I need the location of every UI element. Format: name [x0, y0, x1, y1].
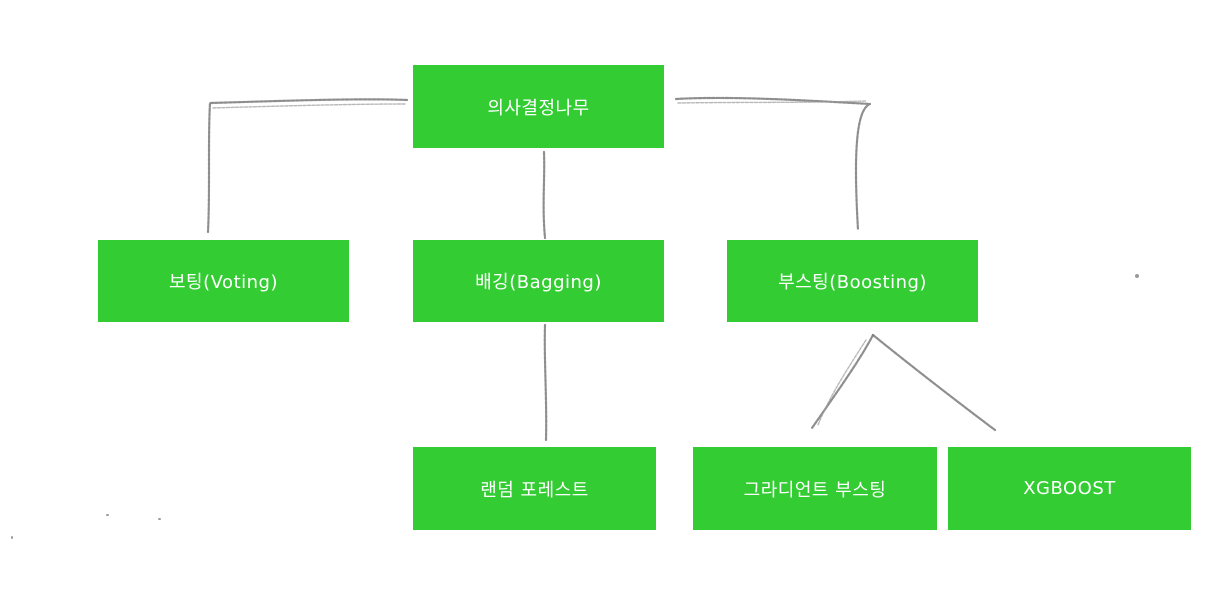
edge-root-boosting	[674, 96, 872, 232]
edge-boosting-gradient-sketch	[817, 339, 867, 426]
edge-boosting-xgboost	[871, 333, 997, 432]
node-xgboost-label: XGBOOST	[1023, 478, 1116, 499]
edge-bagging-random-forest	[543, 323, 548, 442]
node-boosting: 부스팅(Boosting)	[727, 240, 978, 322]
node-voting-label: 보팅(Voting)	[169, 272, 278, 293]
node-gradient-boosting: 그라디언트 부스팅	[693, 447, 937, 530]
node-random-forest: 랜덤 포레스트	[413, 447, 656, 530]
edge-root-boosting-sketch	[677, 100, 867, 104]
node-bagging-label: 배깅(Bagging)	[475, 272, 602, 293]
node-decision-tree: 의사결정나무	[413, 65, 664, 148]
edge-root-bagging	[542, 150, 547, 240]
node-gradient-boosting-label: 그라디언트 부스팅	[743, 479, 887, 501]
node-bagging: 배깅(Bagging)	[413, 240, 664, 322]
node-random-forest-label: 랜덤 포레스트	[480, 479, 589, 501]
node-decision-tree-label: 의사결정나무	[487, 97, 590, 119]
pencil-speck	[1135, 274, 1139, 278]
pencil-speck	[11, 536, 13, 539]
node-voting: 보팅(Voting)	[98, 240, 349, 322]
edge-root-voting-sketch	[211, 103, 406, 109]
node-xgboost: XGBOOST	[948, 447, 1191, 530]
edge-root-voting	[206, 98, 409, 234]
edge-boosting-gradient	[810, 333, 875, 430]
node-boosting-label: 부스팅(Boosting)	[778, 272, 927, 293]
pencil-speck	[158, 518, 161, 520]
pencil-speck	[106, 514, 109, 516]
